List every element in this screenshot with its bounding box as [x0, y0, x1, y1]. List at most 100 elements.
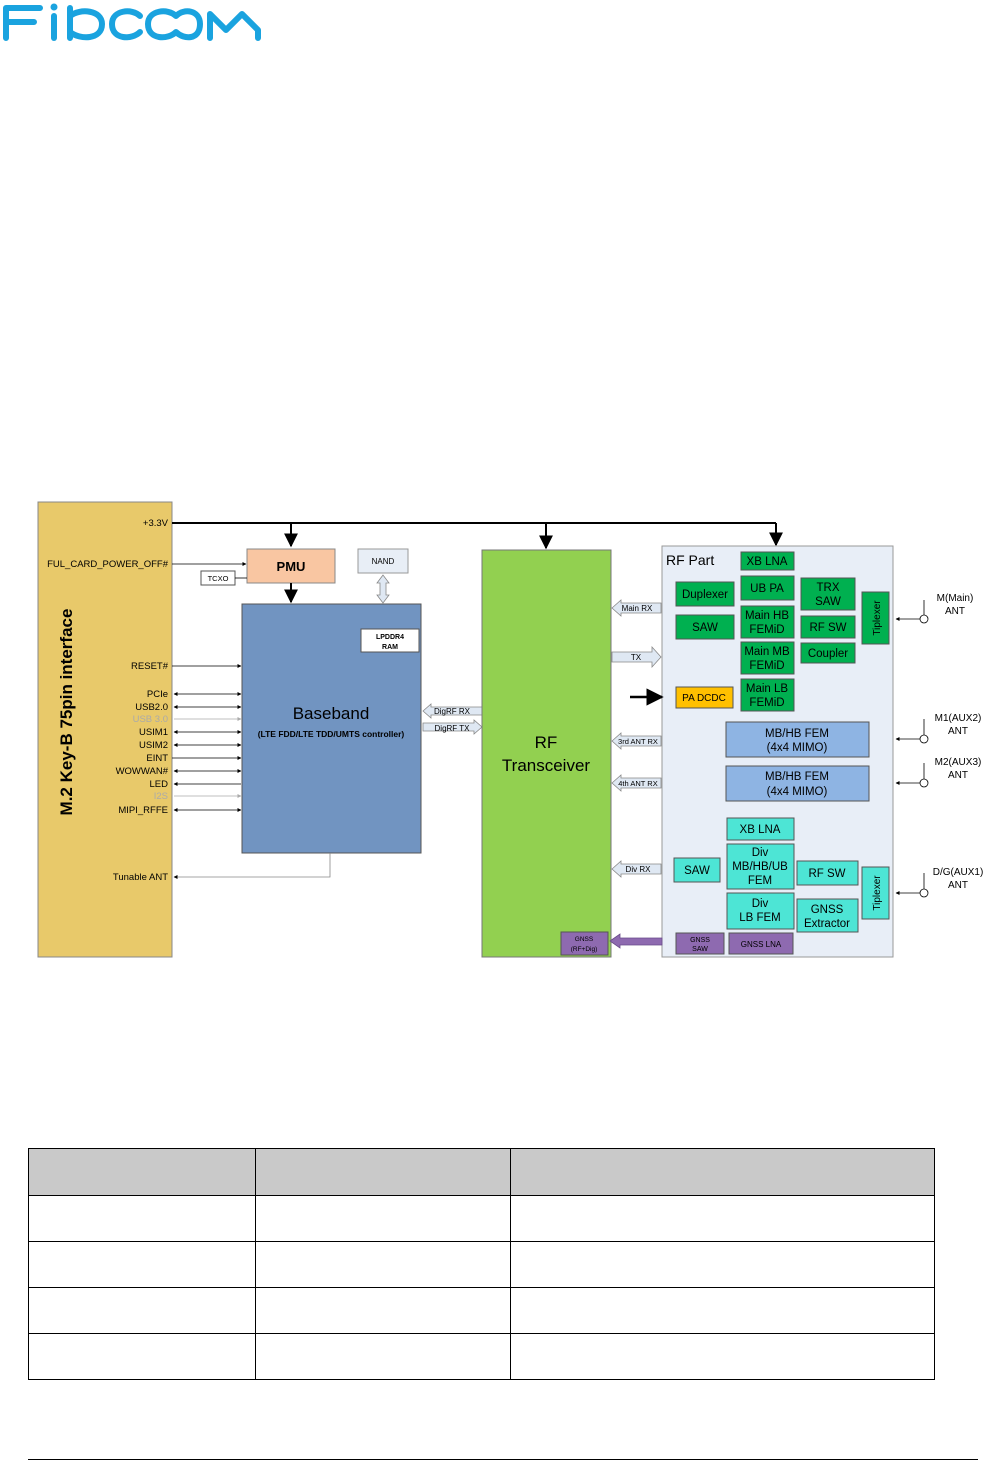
- pin-wowwan: WOWWAN#: [116, 766, 169, 777]
- pin-led: LED: [150, 779, 169, 790]
- gnss-lna-block: [728, 932, 794, 955]
- gnss-rf-block: [560, 931, 609, 956]
- div-xb-lna-block: [726, 817, 795, 841]
- table-cell: [255, 1333, 511, 1380]
- pmu-label: PMU: [277, 559, 306, 574]
- duplexer-block: [675, 581, 735, 607]
- mimo-fem-2-label-1: MB/HB FEM: [765, 771, 829, 783]
- main-hb-label-1: Main HB: [745, 610, 789, 622]
- tiplexer-main-label: Tiplexer: [872, 600, 883, 636]
- main-lb-femid-block: [740, 678, 795, 712]
- table-cell: [28, 1195, 256, 1242]
- nand-label: NAND: [372, 557, 395, 566]
- pin-usb2: USB2.0: [135, 702, 168, 713]
- main-lb-label-1: Main LB: [746, 683, 789, 695]
- ant-aux1-label-2: ANT: [948, 880, 968, 891]
- ub-pa-block: [740, 575, 795, 601]
- ant-aux2-label-2: ANT: [948, 726, 968, 737]
- ant-main-label-1: M(Main): [937, 593, 974, 604]
- div-mbhbub-label-3: FEM: [748, 875, 772, 887]
- div-mbhbub-fem-block: [726, 843, 795, 890]
- table-cell: [510, 1287, 935, 1334]
- tiplexer-div-block: [861, 866, 890, 920]
- baseband-title: Baseband: [293, 704, 370, 723]
- div-mbhbub-label-1: Div: [752, 847, 769, 859]
- trx-saw-block: [800, 577, 856, 611]
- link-main-rx: Main RX: [622, 604, 653, 613]
- gnss-lna-label: GNSS LNA: [741, 940, 782, 949]
- pin-eint: EINT: [146, 753, 168, 764]
- main-hb-femid-block: [740, 605, 795, 639]
- lpddr4-block: [360, 628, 420, 653]
- mimo-fem-1-label-1: MB/HB FEM: [765, 728, 829, 740]
- table-header-cell: [255, 1148, 511, 1196]
- pin-reset: RESET#: [131, 661, 169, 672]
- rf-part-title: RF Part: [666, 552, 714, 568]
- block-diagram: M.2 Key-B 75pin interface +3.3V FUL_CARD…: [37, 501, 984, 958]
- gnss-extractor-block: [796, 898, 859, 933]
- main-mb-femid-block: [740, 641, 795, 675]
- table-cell: [28, 1333, 256, 1380]
- main-lb-label-2: FEMiD: [749, 697, 784, 709]
- ant-aux1-label-1: D/G(AUX1): [933, 867, 984, 878]
- div-lb-label-1: Div: [752, 898, 769, 910]
- coupler-block: [800, 642, 856, 664]
- div-mbhbub-label-2: MB/HB/UB: [732, 861, 788, 873]
- saw-label: SAW: [692, 622, 718, 634]
- rf-sw-block: [800, 615, 856, 639]
- gnss-saw-block: [675, 932, 725, 955]
- pin-mipi: MIPI_RFFE: [118, 805, 168, 816]
- pin-power-off: FUL_CARD_POWER_OFF#: [47, 559, 169, 570]
- spec-table: [28, 1148, 935, 1380]
- table-cell: [255, 1241, 511, 1288]
- gnss-rf-label-2: (RF+Dig): [571, 946, 598, 953]
- mimo-fem-2-label-2: (4x4 MIMO): [767, 786, 828, 798]
- gnss-saw-label-1: GNSS: [690, 937, 710, 944]
- lpddr4-label-1: LPDDR4: [376, 634, 404, 641]
- table-cell: [510, 1333, 935, 1380]
- ub-pa-label: UB PA: [750, 583, 784, 595]
- div-saw-block: [673, 857, 721, 883]
- lpddr4-label-2: RAM: [382, 644, 398, 651]
- xb-lna-block: [740, 551, 795, 571]
- table-row: [28, 1333, 935, 1380]
- gnss-saw-label-2: SAW: [692, 946, 708, 953]
- table-row: [28, 1241, 935, 1288]
- tcxo-label: TCXO: [208, 574, 229, 583]
- baseband-subtitle: (LTE FDD/LTE TDD/UMTS controller): [258, 729, 405, 739]
- saw-block: [675, 614, 735, 640]
- m2-interface-block: [37, 501, 173, 958]
- tiplexer-main-block: [861, 591, 890, 645]
- digrf-tx-label: DigRF TX: [435, 724, 471, 733]
- div-lb-fem-block: [726, 892, 795, 930]
- pin-3v3: +3.3V: [143, 518, 169, 529]
- pin-i2s: I2S: [154, 791, 168, 802]
- rf-transceiver-label-2: Transceiver: [502, 756, 591, 775]
- duplexer-label: Duplexer: [682, 589, 728, 601]
- table-cell: [510, 1241, 935, 1288]
- ant-aux3-label-1: M2(AUX3): [935, 757, 982, 768]
- gnss-rf-label-1: GNSS: [575, 936, 594, 943]
- tiplexer-div-label: Tiplexer: [872, 875, 883, 911]
- pin-usim2: USIM2: [139, 740, 168, 751]
- main-mb-label-2: FEMiD: [749, 660, 784, 672]
- pin-pcie: PCIe: [147, 689, 168, 700]
- main-hb-label-2: FEMiD: [749, 624, 784, 636]
- div-rf-sw-label: RF SW: [808, 868, 845, 880]
- table-row: [28, 1287, 935, 1334]
- table-row: [28, 1195, 935, 1242]
- div-rf-sw-block: [796, 860, 859, 886]
- div-lb-label-2: LB FEM: [739, 912, 781, 924]
- gnss-extractor-label-1: GNSS: [811, 904, 844, 916]
- trx-saw-label-1: TRX: [817, 582, 840, 594]
- mimo-fem-1-label-2: (4x4 MIMO): [767, 742, 828, 754]
- m2-interface-title: M.2 Key-B 75pin interface: [57, 609, 76, 816]
- xb-lna-label: XB LNA: [747, 556, 788, 568]
- link-3rd-ant-rx: 3rd ANT RX: [618, 737, 658, 746]
- table-cell: [255, 1195, 511, 1242]
- footer-divider: [28, 1459, 978, 1460]
- rf-transceiver-label-1: RF: [535, 733, 558, 752]
- link-tx: TX: [631, 653, 642, 662]
- ant-main-label-2: ANT: [945, 606, 965, 617]
- mimo-fem-2-block: [725, 765, 870, 802]
